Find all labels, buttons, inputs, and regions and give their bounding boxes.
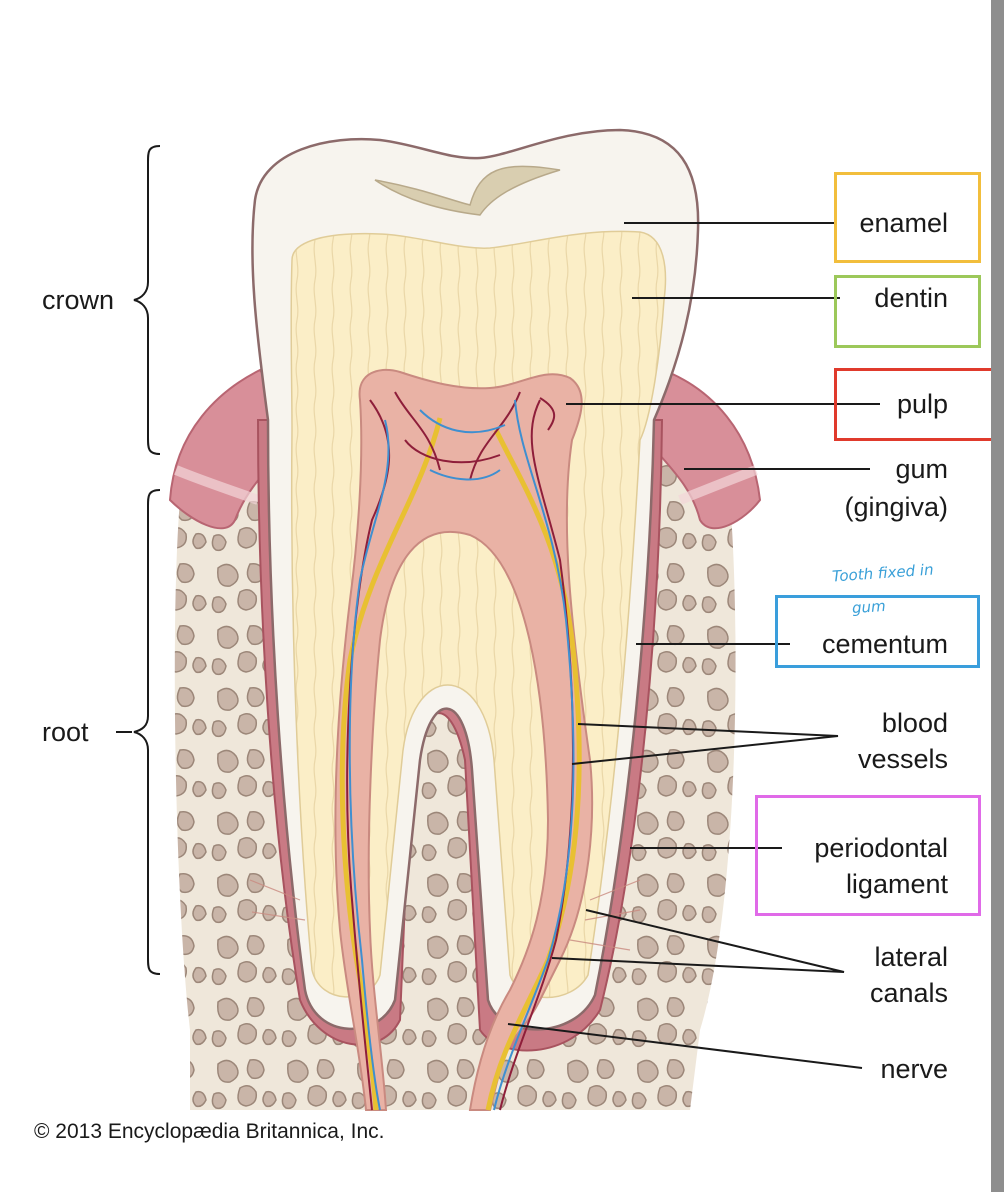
pulp-label: pulp bbox=[896, 389, 948, 419]
periodontal-highlight-box bbox=[755, 795, 981, 916]
root-label: root bbox=[42, 717, 89, 747]
crown-bracket bbox=[133, 145, 161, 455]
blood-vessels-leader bbox=[571, 723, 839, 765]
tooth bbox=[249, 128, 700, 1111]
root-bracket bbox=[116, 489, 161, 975]
dentin-highlight-box bbox=[834, 275, 981, 348]
gingiva-label: (gingiva) bbox=[844, 492, 948, 522]
lateral-canals-label-line2: canals bbox=[869, 978, 948, 1008]
lateral-canals-leader bbox=[551, 909, 845, 973]
periodontal-label-line2: ligament bbox=[845, 869, 948, 899]
handwritten-note-line2: gum bbox=[851, 596, 887, 618]
periodontal-label-line1: periodontal bbox=[814, 833, 948, 863]
dentin-label: dentin bbox=[874, 283, 948, 313]
enamel-label: enamel bbox=[859, 208, 948, 238]
copyright-credit: © 2013 Encyclopædia Britannica, Inc. bbox=[34, 1120, 385, 1143]
enamel-highlight-box bbox=[834, 172, 981, 263]
crown-label: crown bbox=[42, 285, 115, 315]
cementum-highlight-box bbox=[775, 595, 980, 668]
leader-lines bbox=[507, 222, 880, 1069]
blood-vessels-label-line1: blood bbox=[881, 708, 948, 738]
nerve-leader bbox=[507, 1023, 863, 1069]
nerve-label: nerve bbox=[880, 1054, 948, 1084]
cementum-label: cementum bbox=[821, 629, 948, 659]
scrollbar[interactable] bbox=[991, 0, 1004, 1192]
blood-vessels-label-line2: vessels bbox=[857, 744, 948, 774]
gum-label: gum bbox=[895, 454, 948, 484]
lateral-canals-label-line1: lateral bbox=[874, 942, 948, 972]
